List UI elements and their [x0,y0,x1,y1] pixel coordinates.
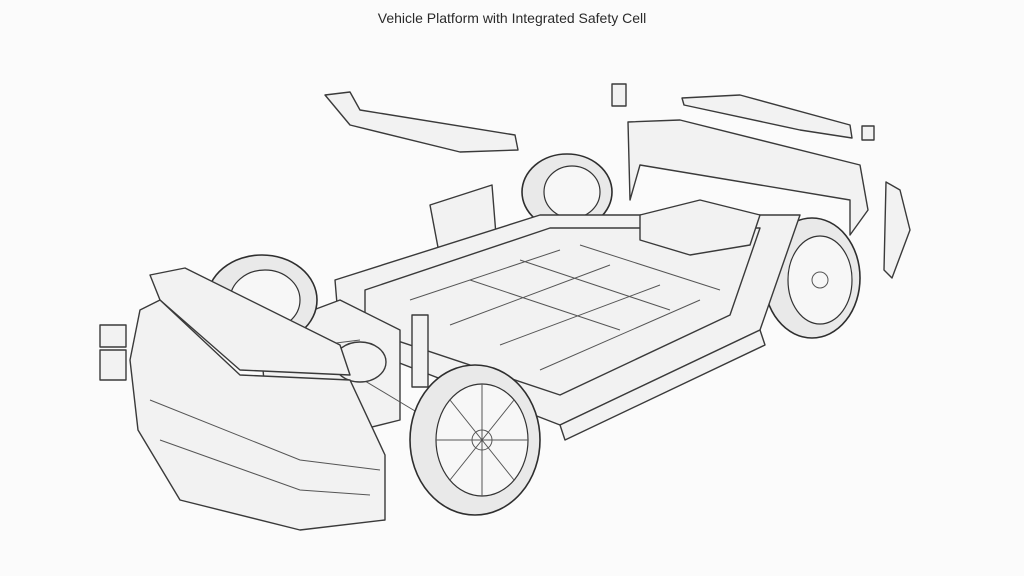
front-bumper-fascia [129,299,386,531]
front-right-wheel [409,364,541,516]
rear-battery-module [639,199,761,256]
rear-spoiler-part [681,94,853,139]
sensor-module-front-bottom [99,349,127,381]
sensor-module-top [611,83,627,107]
front-spoiler-part [324,91,519,153]
rear-bumper-part [627,119,869,236]
front-coilover-right [411,314,429,388]
sensor-module-front-top [99,324,127,348]
sensor-module-right [861,125,875,141]
diagram-title: Vehicle Platform with Integrated Safety … [377,10,647,26]
battery-platform [334,199,801,441]
side-trim-part [883,181,911,279]
